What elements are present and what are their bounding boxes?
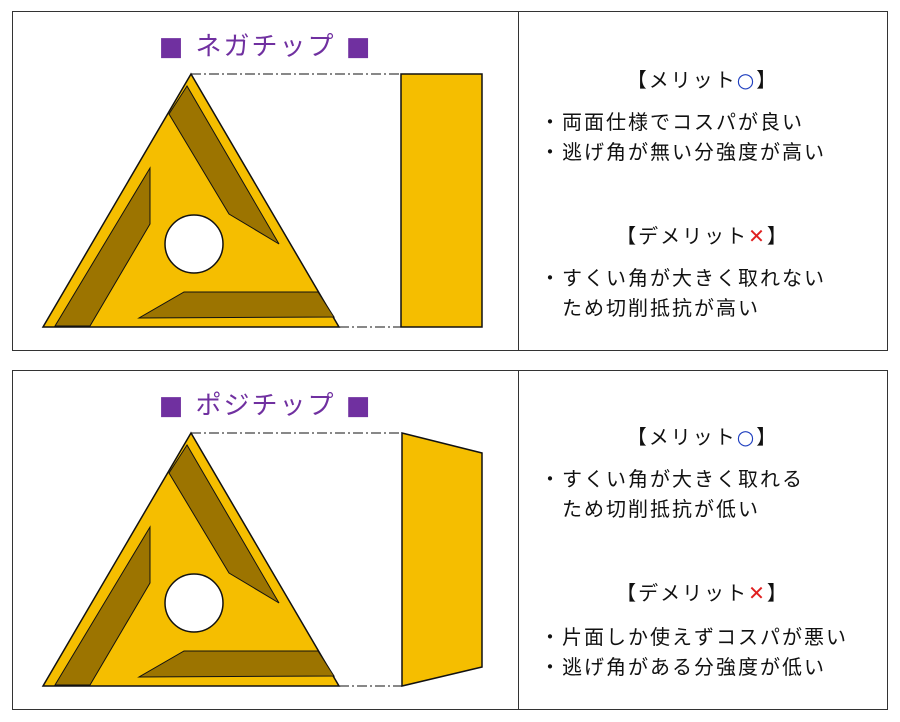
chipbreaker-groove — [168, 85, 280, 245]
divider — [518, 12, 519, 350]
demerit-heading: 【デメリット✕】 — [616, 224, 789, 248]
negative-chip-panel: ■ ネガチップ ■ 【メリット○】 ・両面仕様でコスパが良い ・逃げ角が無い分強… — [12, 11, 888, 351]
insert-side-view — [401, 432, 483, 687]
demerit-item: ・すくい角が大きく取れない — [540, 266, 826, 290]
pros-cons: 【メリット○】 ・すくい角が大きく取れる ため切削抵抗が低い 【デメリット✕】 … — [518, 371, 887, 709]
panel-title: ■ ポジチップ ■ — [158, 391, 373, 421]
demerit-heading: 【デメリット✕】 — [616, 581, 789, 605]
chipbreaker-groove — [168, 444, 280, 604]
merit-heading: 【メリット○】 — [626, 425, 779, 449]
chipbreaker-groove — [54, 525, 151, 686]
mounting-hole — [164, 573, 224, 633]
demerit-item: ため切削抵抗が高い — [540, 296, 760, 320]
chipbreaker-groove — [137, 291, 335, 319]
demerit-item: ・逃げ角がある分強度が低い — [540, 655, 826, 679]
merit-item: ・逃げ角が無い分強度が高い — [540, 140, 826, 164]
cross-icon: ✕ — [748, 224, 767, 248]
merit-item: ため切削抵抗が低い — [540, 497, 760, 521]
insert-side-view — [400, 73, 483, 328]
merit-heading: 【メリット○】 — [626, 68, 779, 92]
negative-insert-diagram — [41, 72, 483, 328]
circle-icon: ○ — [736, 425, 757, 449]
positive-chip-panel: ■ ポジチップ ■ 【メリット○】 ・すくい角が大きく取れる ため切削抵抗が低い… — [12, 370, 888, 710]
mounting-hole — [164, 214, 224, 274]
demerit-item: ・片面しか使えずコスパが悪い — [540, 625, 848, 649]
merit-item: ・すくい角が大きく取れる — [540, 467, 804, 491]
divider — [518, 371, 519, 709]
panel-title: ■ ネガチップ ■ — [158, 32, 373, 62]
chipbreaker-groove — [137, 650, 335, 678]
pros-cons: 【メリット○】 ・両面仕様でコスパが良い ・逃げ角が無い分強度が高い 【デメリッ… — [518, 12, 887, 350]
circle-icon: ○ — [736, 68, 757, 92]
chipbreaker-groove — [54, 166, 151, 327]
cross-icon: ✕ — [748, 581, 767, 605]
positive-insert-diagram — [41, 431, 483, 687]
merit-item: ・両面仕様でコスパが良い — [540, 110, 804, 134]
